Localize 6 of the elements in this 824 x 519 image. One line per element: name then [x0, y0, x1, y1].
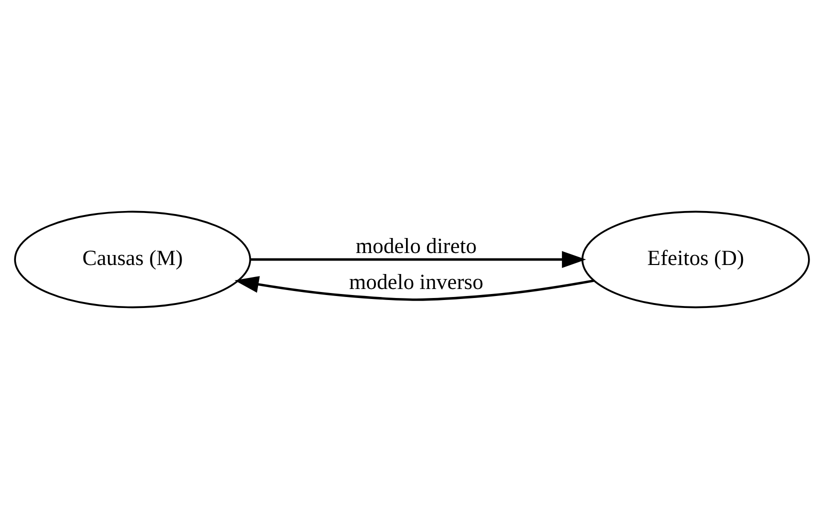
arrow: [234, 276, 594, 301]
arrow: [250, 251, 586, 268]
edge-label: modelo inverso: [349, 270, 484, 294]
node-ellipse: Efeitos (D): [581, 210, 810, 308]
edge-label: modelo direto: [356, 234, 477, 258]
node-ellipse: Causas (M): [14, 210, 252, 308]
